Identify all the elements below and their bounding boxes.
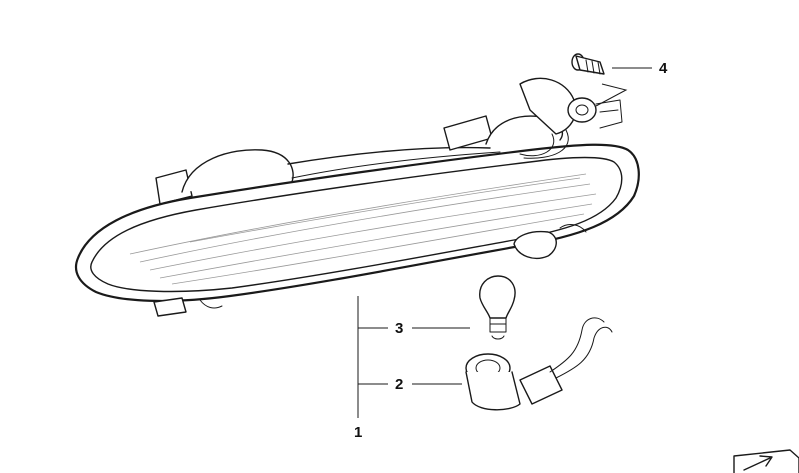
callout-2[interactable]: 2 bbox=[395, 376, 403, 393]
wiring-connector[interactable] bbox=[519, 77, 623, 159]
arrow-view-icon bbox=[733, 449, 799, 473]
leader-lines bbox=[357, 67, 652, 418]
callout-3[interactable]: 3 bbox=[395, 320, 403, 337]
turn-signal-lamp[interactable] bbox=[74, 115, 640, 317]
bulb[interactable] bbox=[479, 275, 516, 340]
bulb-socket[interactable] bbox=[465, 317, 613, 411]
screw[interactable] bbox=[571, 53, 605, 75]
callout-1[interactable]: 1 bbox=[354, 424, 362, 441]
callout-4[interactable]: 4 bbox=[659, 60, 668, 77]
